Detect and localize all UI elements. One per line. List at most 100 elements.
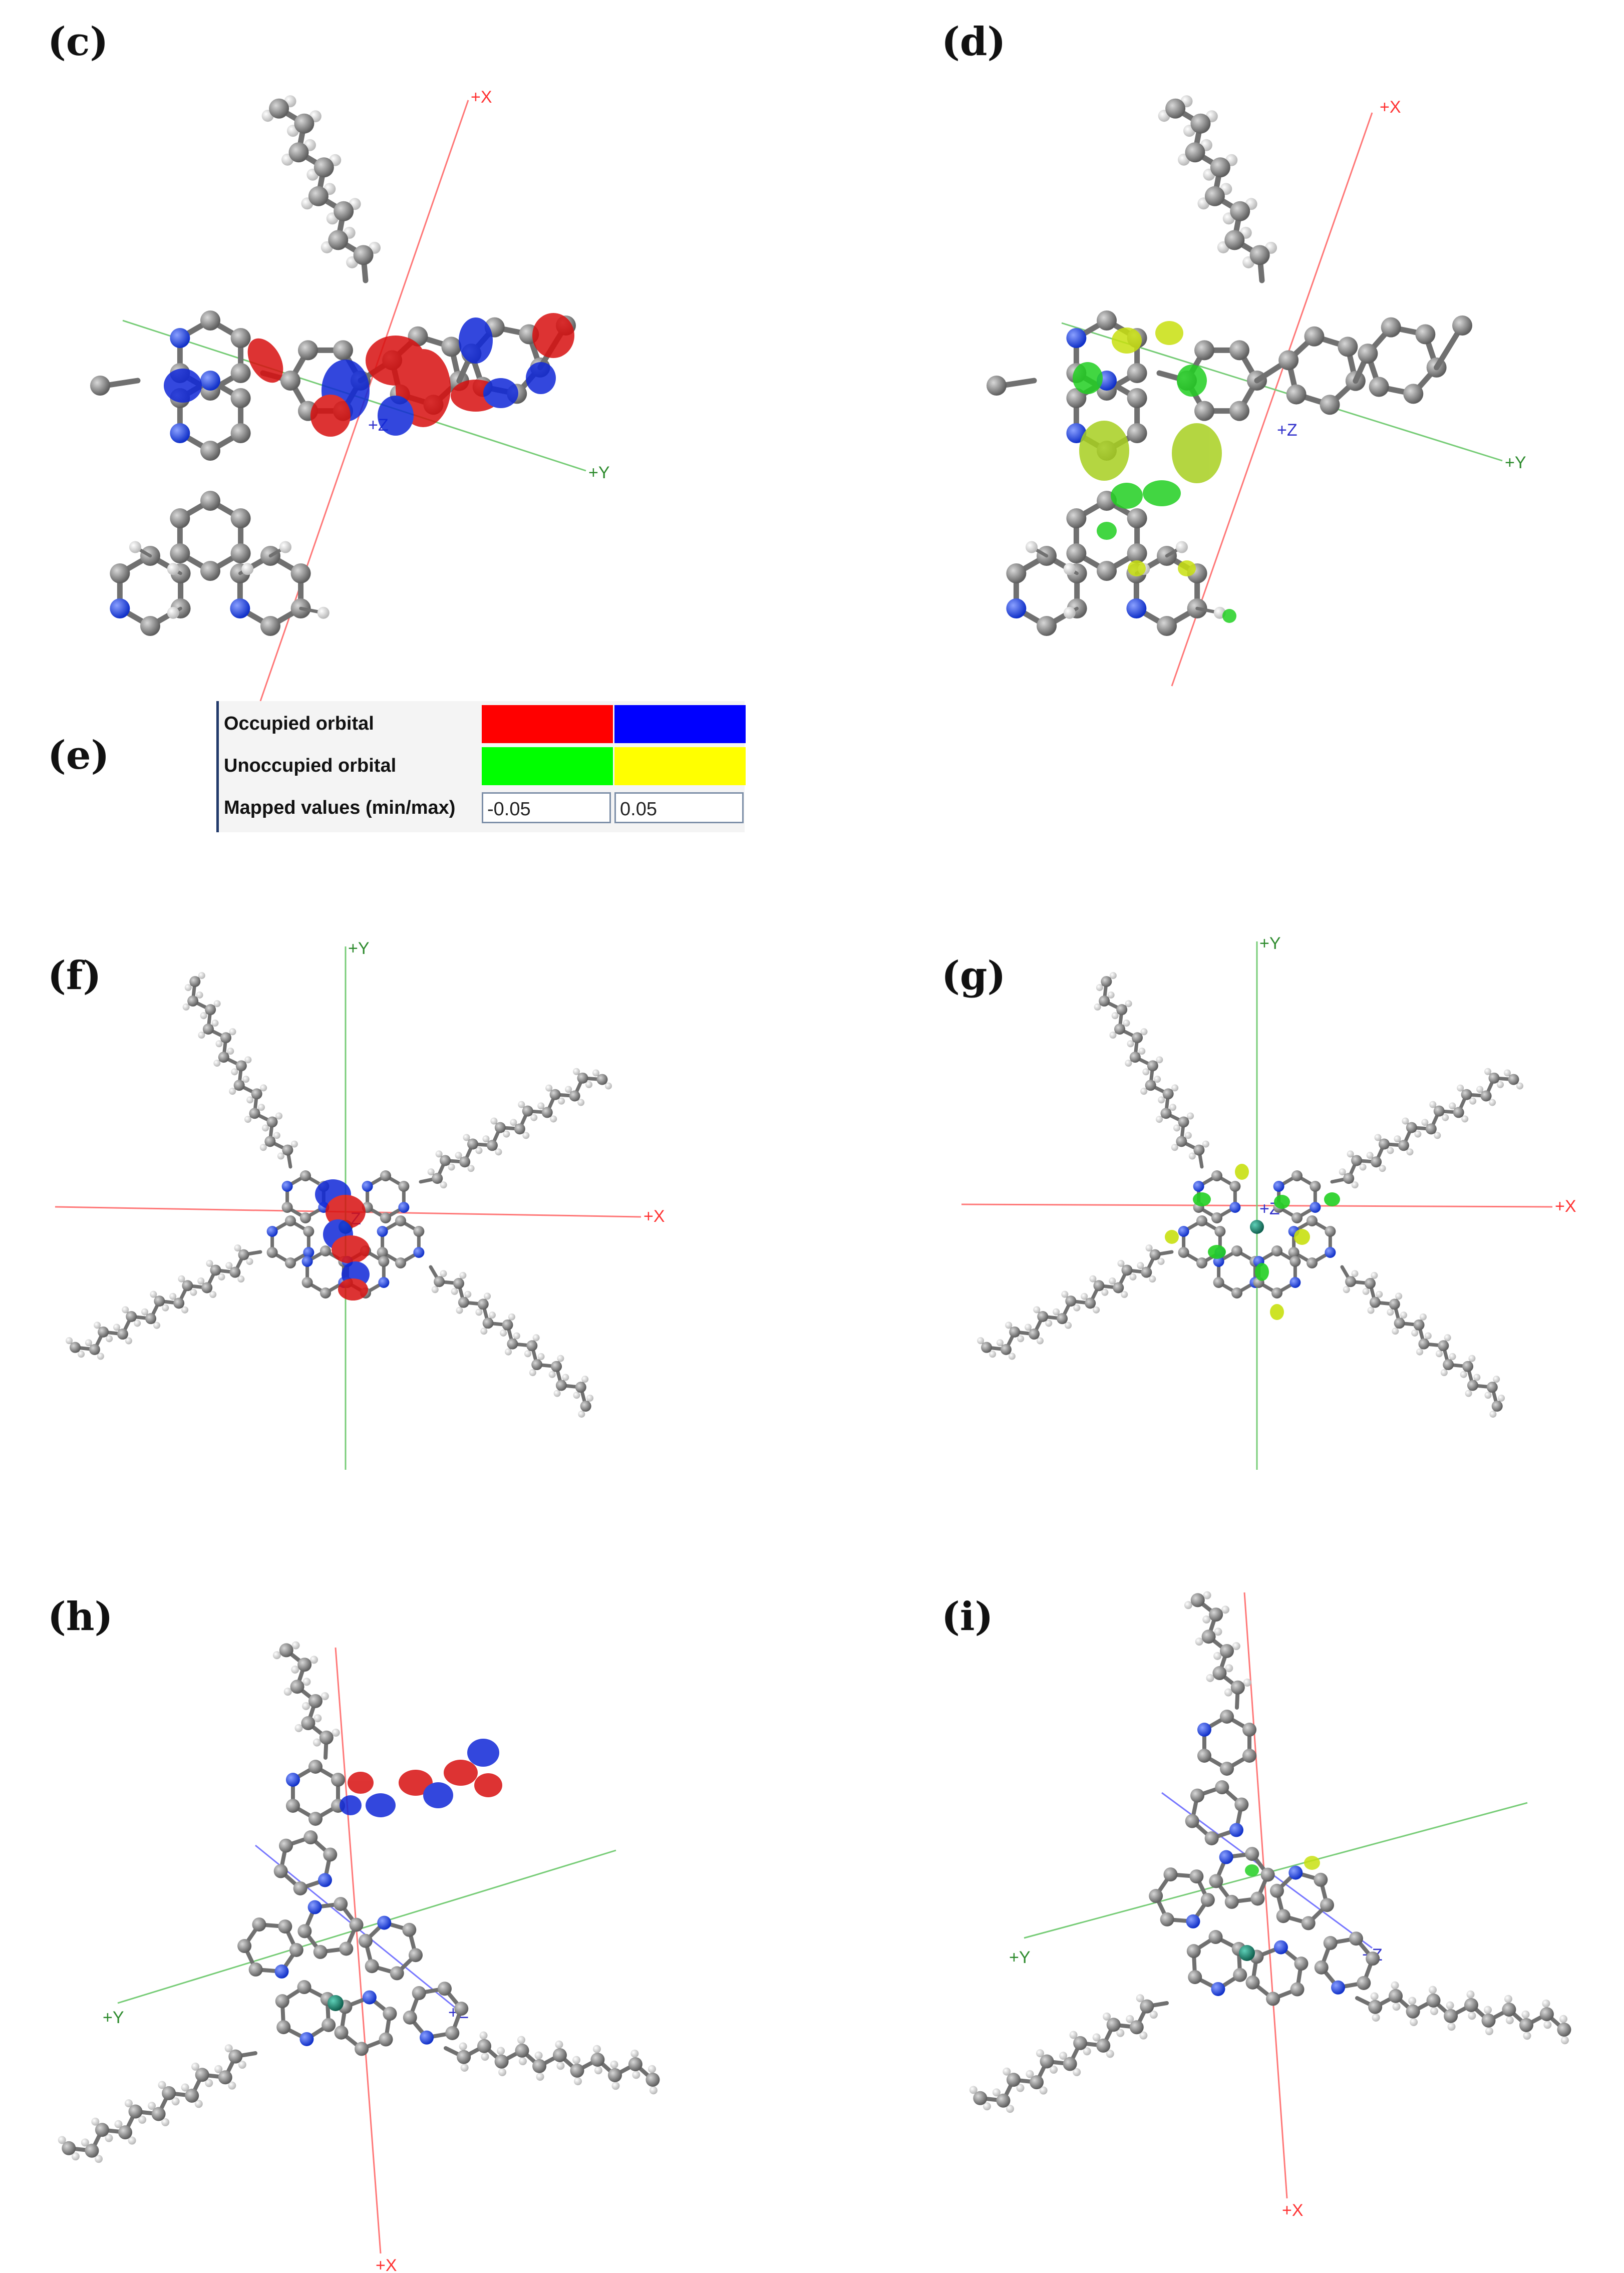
metal-atom <box>1239 1945 1255 1961</box>
carbon-atom <box>1204 186 1225 206</box>
carbon-atom <box>1099 995 1110 1007</box>
hydrogen-atom <box>169 1292 177 1300</box>
hydrogen-atom <box>1351 1270 1359 1277</box>
hydrogen-atom <box>1392 1328 1399 1335</box>
carbon-atom <box>1085 1297 1096 1309</box>
hydrogen-atom <box>1434 1132 1441 1139</box>
hydrogen-atom <box>97 1353 104 1360</box>
carbon-atom <box>173 1297 185 1309</box>
hydrogen-atom <box>463 1134 470 1141</box>
hydrogen-atom <box>630 2049 639 2058</box>
hydrogen-atom <box>537 1353 545 1361</box>
carbon-atom <box>432 1173 443 1184</box>
carbon-atom <box>1229 401 1249 421</box>
nitrogen-atom <box>362 1990 377 2005</box>
carbon-atom <box>1398 1140 1409 1151</box>
hydrogen-atom <box>1073 2068 1081 2076</box>
hydrogen-atom <box>1061 1290 1069 1298</box>
carbon-atom <box>331 1773 346 1787</box>
carbon-atom <box>1452 315 1472 336</box>
carbon-atom <box>409 1948 423 1963</box>
hydrogen-atom <box>1006 2105 1015 2113</box>
panel-d-z-label: +Z <box>1277 421 1297 440</box>
hydrogen-atom <box>275 1112 283 1120</box>
hydrogen-atom <box>242 1076 250 1083</box>
nitrogen-atom <box>378 1277 390 1288</box>
carbon-atom <box>218 1052 229 1063</box>
carbon-atom <box>349 1917 364 1932</box>
hydrogen-atom <box>1542 1999 1550 2008</box>
carbon-atom <box>248 1962 263 1977</box>
min-value-field[interactable]: -0.05 <box>482 792 611 823</box>
carbon-atom <box>1288 1247 1300 1258</box>
carbon-atom <box>1481 2013 1496 2028</box>
carbon-atom <box>128 2104 143 2119</box>
carbon-atom <box>334 1897 348 1911</box>
carbon-atom <box>434 1276 445 1287</box>
hydrogen-atom <box>1127 1040 1134 1048</box>
carbon-atom <box>1461 1089 1472 1100</box>
unoccupied-positive-swatch <box>614 747 746 785</box>
max-value-field[interactable]: 0.05 <box>614 792 744 823</box>
carbon-atom <box>289 1942 303 1957</box>
hydrogen-atom <box>482 1135 490 1143</box>
carbon-atom <box>151 2107 166 2121</box>
carbon-atom <box>95 2123 109 2137</box>
hydrogen-atom <box>1195 1638 1203 1646</box>
carbon-atom <box>412 1986 426 2001</box>
hydrogen-atom <box>1036 1337 1044 1345</box>
carbon-atom <box>1197 1749 1211 1763</box>
hydrogen-atom <box>557 1355 564 1362</box>
panel-label-e: (e) <box>48 733 109 778</box>
carbon-atom <box>1006 2073 1021 2087</box>
carbon-atom <box>1121 1264 1133 1276</box>
hydrogen-atom <box>489 1312 496 1319</box>
carbon-atom <box>1278 350 1299 371</box>
hydrogen-atom <box>484 1292 491 1300</box>
carbon-atom <box>1006 563 1027 583</box>
carbon-atom <box>1519 2018 1533 2032</box>
carbon-atom <box>1096 2038 1111 2053</box>
hydrogen-atom <box>1008 1353 1016 1360</box>
carbon-atom <box>1266 1992 1280 2006</box>
hydrogen-atom <box>1125 1000 1132 1008</box>
hydrogen-atom <box>290 1140 298 1148</box>
carbon-atom <box>1301 1916 1316 1930</box>
hydrogen-atom <box>122 1306 129 1314</box>
hydrogen-atom <box>1103 2012 1111 2021</box>
hydrogen-atom <box>1053 1308 1060 1316</box>
hydrogen-atom <box>1376 1290 1383 1298</box>
hydrogen-atom <box>1107 991 1115 999</box>
carbon-atom <box>320 1245 331 1256</box>
hydrogen-atom <box>1187 1112 1194 1120</box>
carbon-atom <box>973 2091 988 2105</box>
hydrogen-atom <box>1093 1306 1100 1314</box>
carbon-atom <box>1323 1936 1338 1951</box>
hydrogen-atom <box>1109 972 1117 980</box>
carbon-atom <box>1438 1340 1449 1352</box>
hydrogen-atom <box>1414 1130 1422 1138</box>
carbon-atom <box>301 1716 315 1731</box>
carbon-atom <box>502 1319 513 1331</box>
carbon-atom <box>266 1247 278 1258</box>
carbon-atom <box>467 1138 478 1150</box>
hydrogen-atom <box>1370 1992 1379 2001</box>
hydrogen-atom <box>302 1678 311 1686</box>
hydrogen-atom <box>125 1337 132 1345</box>
hydrogen-atom <box>1371 1271 1378 1279</box>
carbon-atom <box>551 1361 562 1372</box>
hydrogen-atom <box>1171 1084 1179 1092</box>
hydrogen-atom <box>1126 2015 1134 2023</box>
hydrogen-atom <box>1372 2013 1380 2022</box>
panel-g-axes: +X +Y +Z <box>961 934 1576 1470</box>
carbon-atom <box>1406 1122 1417 1133</box>
hydrogen-atom <box>537 1102 545 1110</box>
carbon-atom <box>1234 1797 1249 1812</box>
panel-h-orbital-lobes <box>340 1739 502 1817</box>
hydrogen-atom <box>225 1262 233 1269</box>
carbon-atom <box>230 543 251 563</box>
carbon-atom <box>110 563 130 583</box>
hydrogen-atom <box>1419 1313 1427 1321</box>
nitrogen-atom <box>398 1202 410 1213</box>
carbon-atom <box>1162 1088 1174 1100</box>
